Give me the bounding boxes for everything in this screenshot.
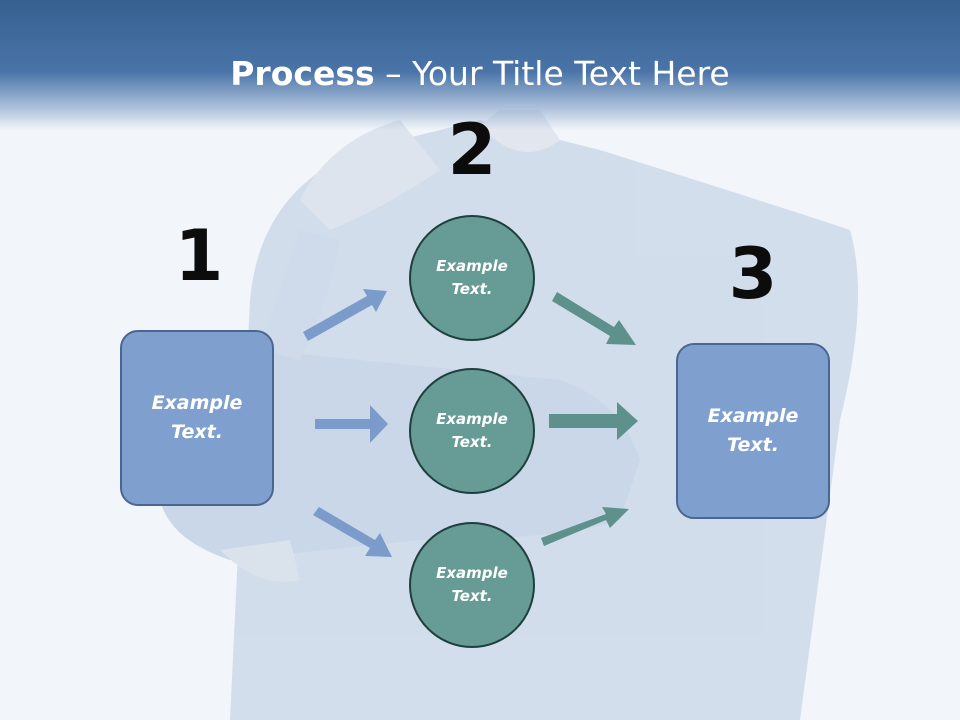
arrow-step1-to-bottom-circle xyxy=(313,507,392,557)
step-3-label: Example Text. xyxy=(707,405,799,456)
step-2-circle-bottom-label: Example Text. xyxy=(436,564,508,605)
arrow-top-circle-to-step3 xyxy=(552,292,636,345)
step-1-label: Example Text. xyxy=(151,392,243,443)
step-1-number: 1 xyxy=(174,215,224,297)
step-2-circle-top-label: Example Text. xyxy=(436,257,508,298)
arrow-step1-to-middle-circle xyxy=(315,405,388,443)
step-2-number: 2 xyxy=(447,109,497,191)
arrow-bottom-circle-to-step3 xyxy=(541,507,629,546)
step-1-box[interactable]: Example Text. xyxy=(120,330,274,506)
step-3-number: 3 xyxy=(728,233,778,315)
step-2-circle-middle[interactable]: Example Text. xyxy=(409,368,535,494)
step-2-circle-bottom[interactable]: Example Text. xyxy=(409,522,535,648)
title-banner xyxy=(0,0,960,130)
arrow-step1-to-top-circle xyxy=(303,289,387,341)
title-bold-part: Process xyxy=(230,54,375,93)
step-2-circle-middle-label: Example Text. xyxy=(436,410,508,451)
title-rest-part: – Your Title Text Here xyxy=(374,54,730,93)
step-2-circle-top[interactable]: Example Text. xyxy=(409,215,535,341)
slide-title: Process – Your Title Text Here xyxy=(0,52,960,96)
step-3-box[interactable]: Example Text. xyxy=(676,343,830,519)
arrow-middle-circle-to-step3 xyxy=(549,402,638,440)
